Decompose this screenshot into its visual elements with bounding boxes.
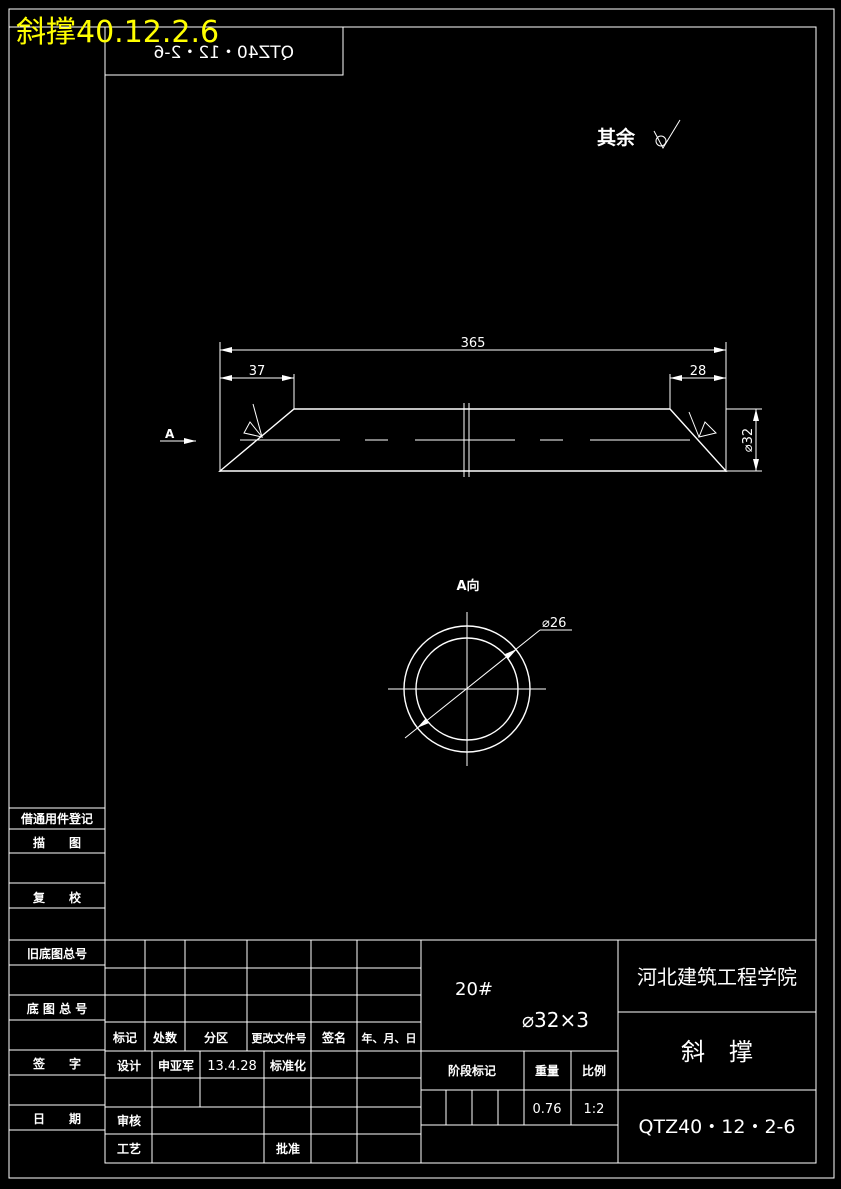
left-item-date: 日 期 <box>33 1111 81 1126</box>
header-zone: 分区 <box>204 1030 228 1045</box>
scale-value: 1:2 <box>584 1102 605 1117</box>
roughness-note: 其余 <box>597 126 636 149</box>
material: 20# <box>455 979 493 1000</box>
inner-dia-label: ⌀26 <box>542 616 566 631</box>
mirrored-code-box <box>104 26 344 76</box>
header-date: 年、月、日 <box>362 1031 417 1045</box>
file-title: 斜撑40.12.2.6 <box>16 15 220 50</box>
header-count: 处数 <box>152 1030 178 1045</box>
designer-name: 申亚军 <box>158 1058 194 1073</box>
stage-label: 阶段标记 <box>448 1063 496 1078</box>
left-column: 借通用件登记 描 图 复 校 旧底图总号 底 图 总 号 签 字 日 期 <box>9 807 105 1131</box>
header-signature: 签名 <box>321 1030 346 1045</box>
approve-label: 批准 <box>276 1141 300 1156</box>
standardize-label: 标准化 <box>269 1058 306 1073</box>
mirrored-code: QTZ40・12・2-6 <box>154 43 294 63</box>
section-view: A向 ⌀26 <box>388 578 572 766</box>
weld-symbol-right-icon <box>688 411 717 438</box>
title-block: 标记 处数 分区 更改文件号 签名 年、月、日 设计 申亚军 13.4.28 标… <box>105 939 816 1163</box>
left-item-old-base: 旧底图总号 <box>27 946 87 961</box>
design-date: 13.4.28 <box>207 1059 257 1074</box>
left-item-check: 复 校 <box>32 890 82 905</box>
scale-label: 比例 <box>582 1063 606 1078</box>
left-item-trace: 描 图 <box>33 835 81 850</box>
dim-dia-label: ⌀32 <box>741 428 756 452</box>
spec: ⌀32×3 <box>522 1008 589 1032</box>
main-view: 365 37 28 ⌀32 <box>160 336 762 477</box>
arrow-label: A <box>165 427 175 441</box>
part-name: 斜 撑 <box>681 1038 753 1066</box>
left-item-sign: 签 字 <box>32 1056 81 1071</box>
school-name: 河北建筑工程学院 <box>637 965 797 989</box>
process-label: 工艺 <box>117 1141 141 1156</box>
outer-border <box>8 8 835 1179</box>
dim-total-label: 365 <box>461 336 486 351</box>
left-item-base: 底 图 总 号 <box>27 1001 88 1016</box>
weight-label: 重量 <box>535 1063 559 1078</box>
header-mark: 标记 <box>112 1030 137 1045</box>
dim-right-label: 28 <box>690 364 707 379</box>
design-label: 设计 <box>117 1058 141 1073</box>
roughness-symbol-icon <box>653 119 681 150</box>
section-title: A向 <box>456 578 479 594</box>
review-label: 审核 <box>117 1113 141 1128</box>
drawing-number: QTZ40・12・2-6 <box>639 1116 796 1138</box>
weld-symbol-left-icon <box>243 403 264 438</box>
dim-left-label: 37 <box>249 364 266 379</box>
header-change-doc: 更改文件号 <box>252 1031 307 1045</box>
left-item-borrow: 借通用件登记 <box>20 811 93 826</box>
inner-border <box>104 26 817 1164</box>
weight-value: 0.76 <box>533 1102 562 1117</box>
